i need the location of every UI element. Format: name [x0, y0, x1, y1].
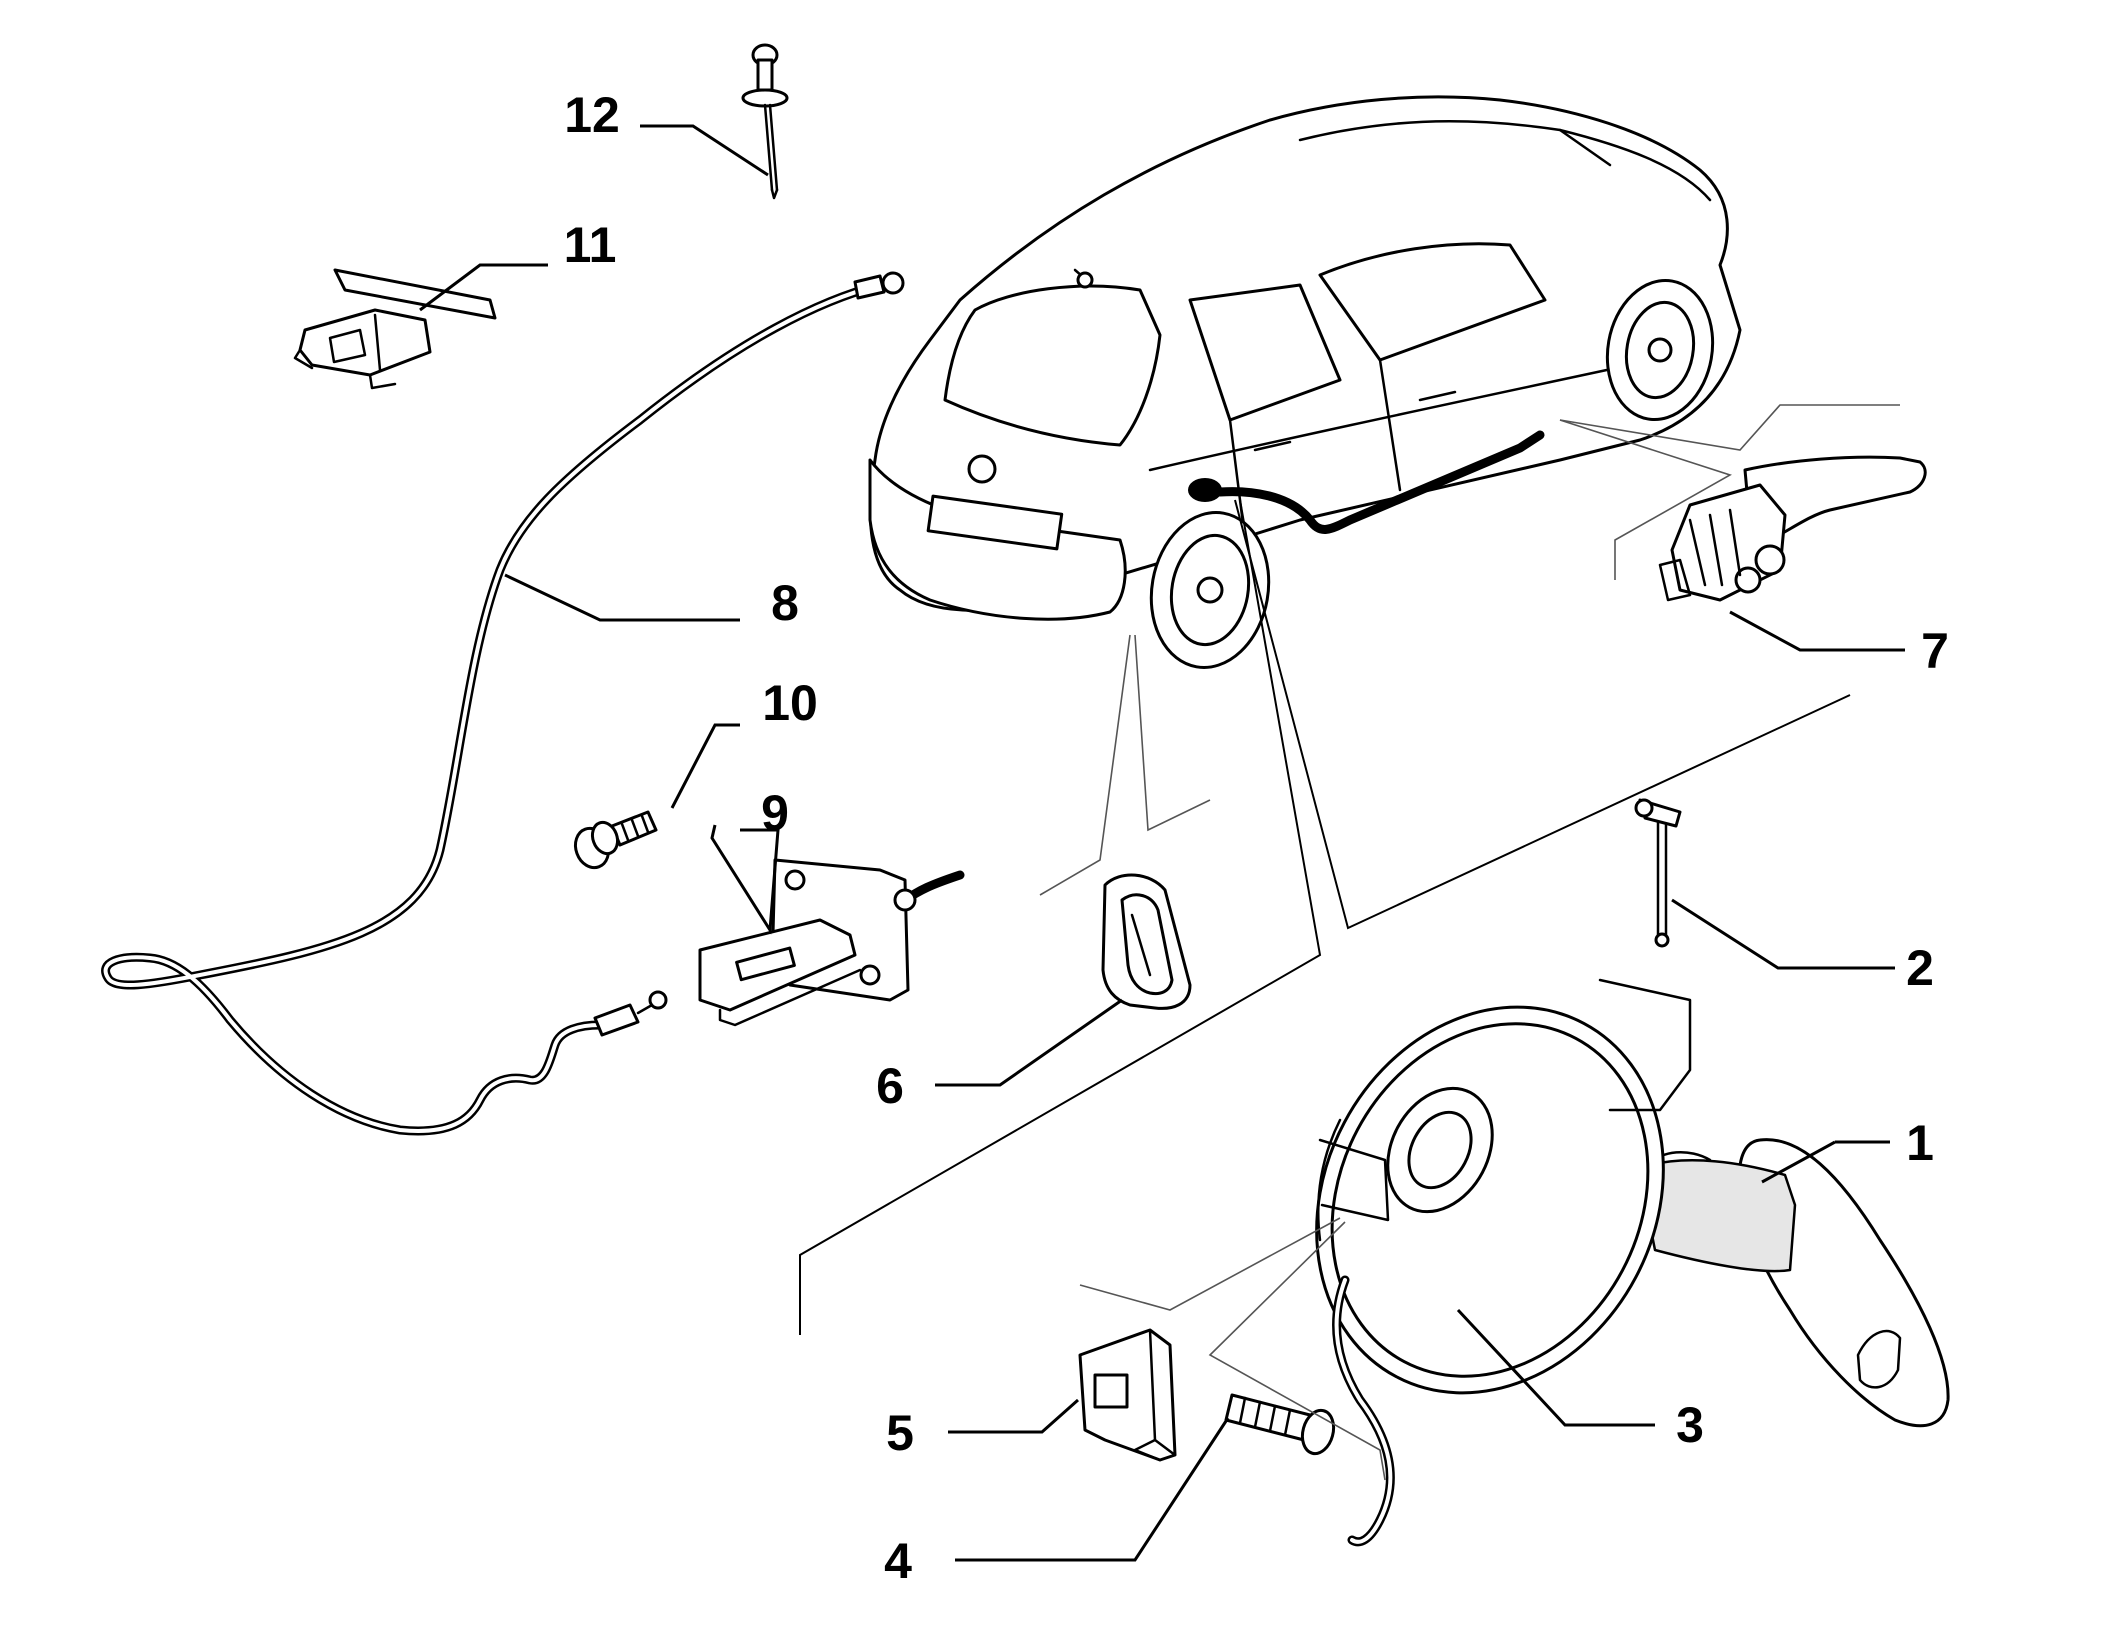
part-7-actuator [1658, 455, 1927, 602]
part-1-fuel-flap [1646, 1138, 1950, 1428]
label-part-5: 5 [886, 1405, 914, 1461]
vehicle-illustration [868, 95, 1742, 669]
label-part-6: 6 [876, 1058, 904, 1114]
leader-lines [419, 124, 1905, 1562]
label-part-7: 7 [1921, 623, 1949, 679]
part-11-clip [293, 268, 497, 390]
part-4-screw [1224, 1393, 1336, 1456]
label-part-4: 4 [884, 1533, 912, 1589]
part-number-labels: 1 2 3 4 5 6 7 8 9 10 11 12 [564, 87, 1949, 1589]
label-part-2: 2 [1906, 940, 1934, 996]
label-part-12: 12 [564, 87, 620, 143]
part-12-rivet [741, 43, 789, 200]
label-part-1: 1 [1906, 1115, 1934, 1171]
label-part-9: 9 [761, 785, 789, 841]
label-part-3: 3 [1676, 1397, 1704, 1453]
part-8-cable [101, 271, 905, 1136]
part-3-filler-housing [1315, 978, 1692, 1547]
part-6-grommet [1101, 873, 1192, 1010]
label-part-11: 11 [564, 217, 617, 273]
part-5-bracket [1078, 1328, 1177, 1462]
label-part-10: 10 [762, 675, 818, 731]
part-9-lock-bracket [698, 858, 965, 1027]
guide-lines [799, 404, 1900, 1481]
part-2-pin [1634, 798, 1682, 948]
part-10-bolt [573, 810, 658, 870]
label-part-8: 8 [771, 575, 799, 631]
